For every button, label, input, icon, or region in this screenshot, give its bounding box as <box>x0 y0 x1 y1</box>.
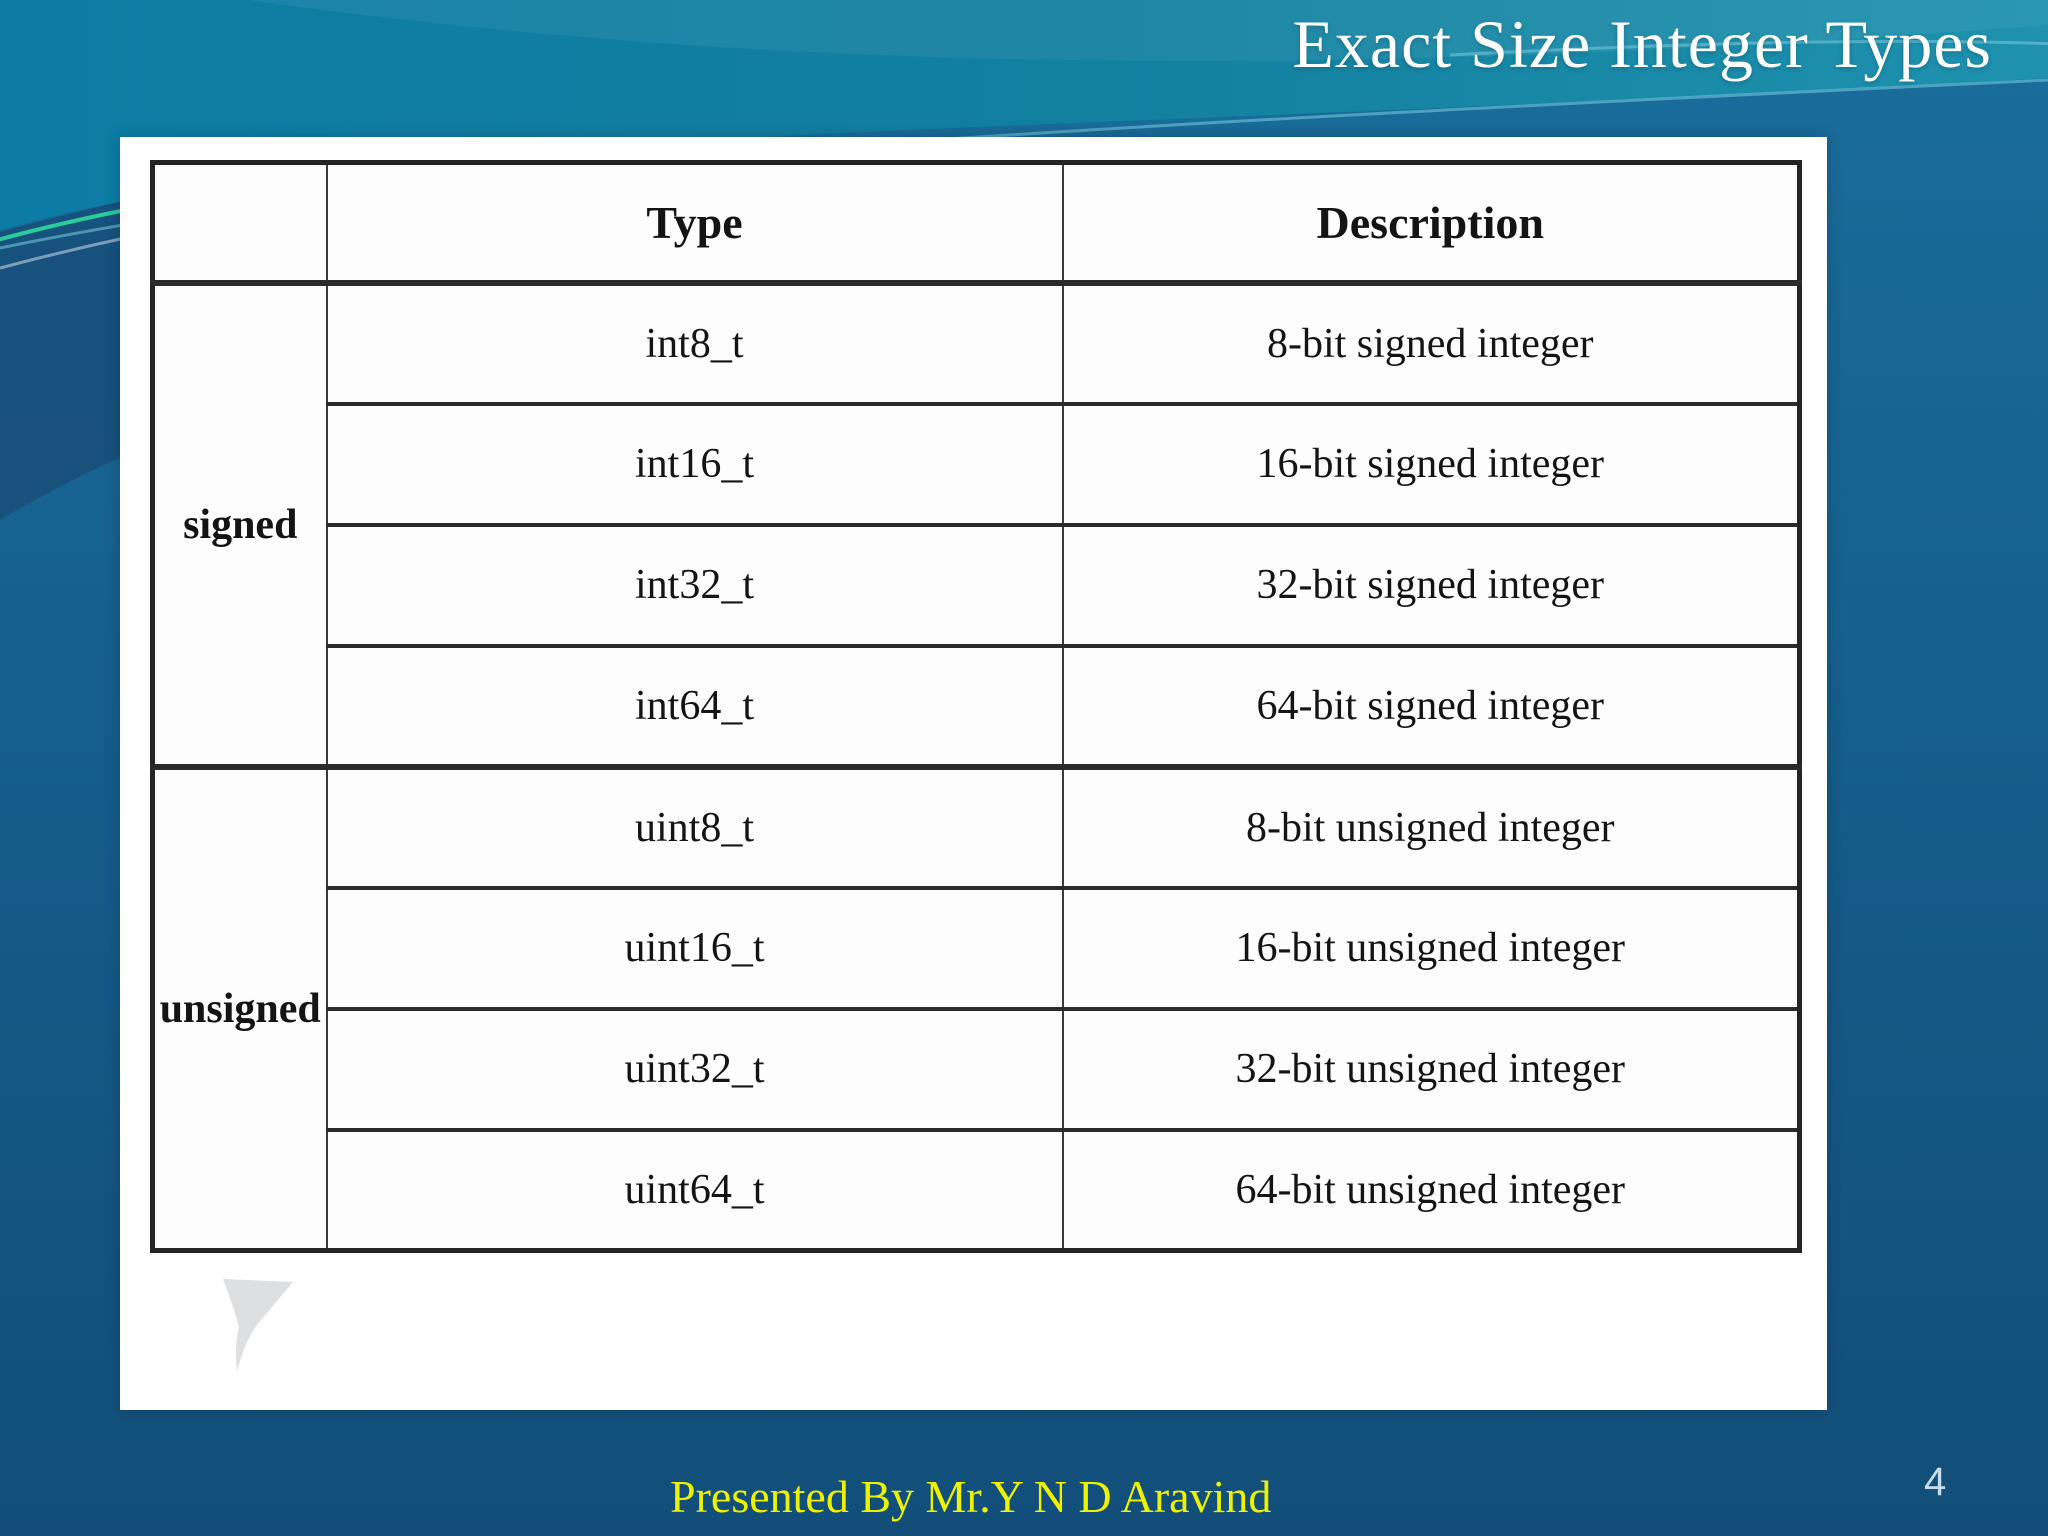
description-cell: 32-bit unsigned integer <box>1061 1006 1801 1132</box>
type-cell: int64_t <box>325 643 1064 769</box>
type-cell: int8_t <box>325 280 1064 406</box>
table-row: uint64_t 64-bit unsigned integer <box>153 1127 1801 1253</box>
table-header-group <box>151 160 328 286</box>
description-cell: 64-bit unsigned integer <box>1061 1127 1801 1253</box>
page-title: Exact Size Integer Types <box>1292 6 1992 82</box>
description-cell: 16-bit signed integer <box>1061 401 1801 527</box>
table-header-type: Type <box>325 160 1064 286</box>
type-cell: uint16_t <box>325 885 1064 1011</box>
table-row: uint32_t 32-bit unsigned integer <box>153 1006 1801 1132</box>
watermark-funnel-icon <box>223 1279 293 1371</box>
description-cell: 16-bit unsigned integer <box>1061 885 1801 1011</box>
description-cell: 64-bit signed integer <box>1061 643 1801 769</box>
table-row: int64_t 64-bit signed integer <box>153 643 1801 769</box>
table-row: int32_t 32-bit signed integer <box>153 522 1801 648</box>
group-label-signed: signed <box>151 280 328 769</box>
type-cell: int16_t <box>325 401 1064 527</box>
description-cell: 8-bit signed integer <box>1061 280 1801 406</box>
content-panel: Type Description signed int8_t 8-bit sig… <box>120 137 1827 1410</box>
group-label-unsigned: unsigned <box>151 763 328 1253</box>
footer-credit: Presented By Mr.Y N D Aravind <box>670 1471 1272 1522</box>
type-cell: int32_t <box>325 522 1064 648</box>
table-header-description: Description <box>1061 160 1801 286</box>
description-cell: 8-bit unsigned integer <box>1061 763 1801 890</box>
table-row: int16_t 16-bit signed integer <box>153 401 1801 527</box>
table-row: unsigned uint8_t 8-bit unsigned integer <box>151 763 1801 1253</box>
table-row: signed int8_t 8-bit signed integer <box>151 280 1801 769</box>
table-header-row: Type Description <box>151 160 1801 286</box>
type-cell: uint32_t <box>325 1006 1064 1132</box>
description-cell: 32-bit signed integer <box>1061 522 1801 648</box>
type-cell: uint64_t <box>325 1127 1064 1253</box>
page-number: 4 <box>1924 1460 1947 1504</box>
type-cell: uint8_t <box>325 763 1064 890</box>
integer-types-table: Type Description signed int8_t 8-bit sig… <box>150 160 1802 1253</box>
table-row: uint16_t 16-bit unsigned integer <box>153 885 1801 1011</box>
